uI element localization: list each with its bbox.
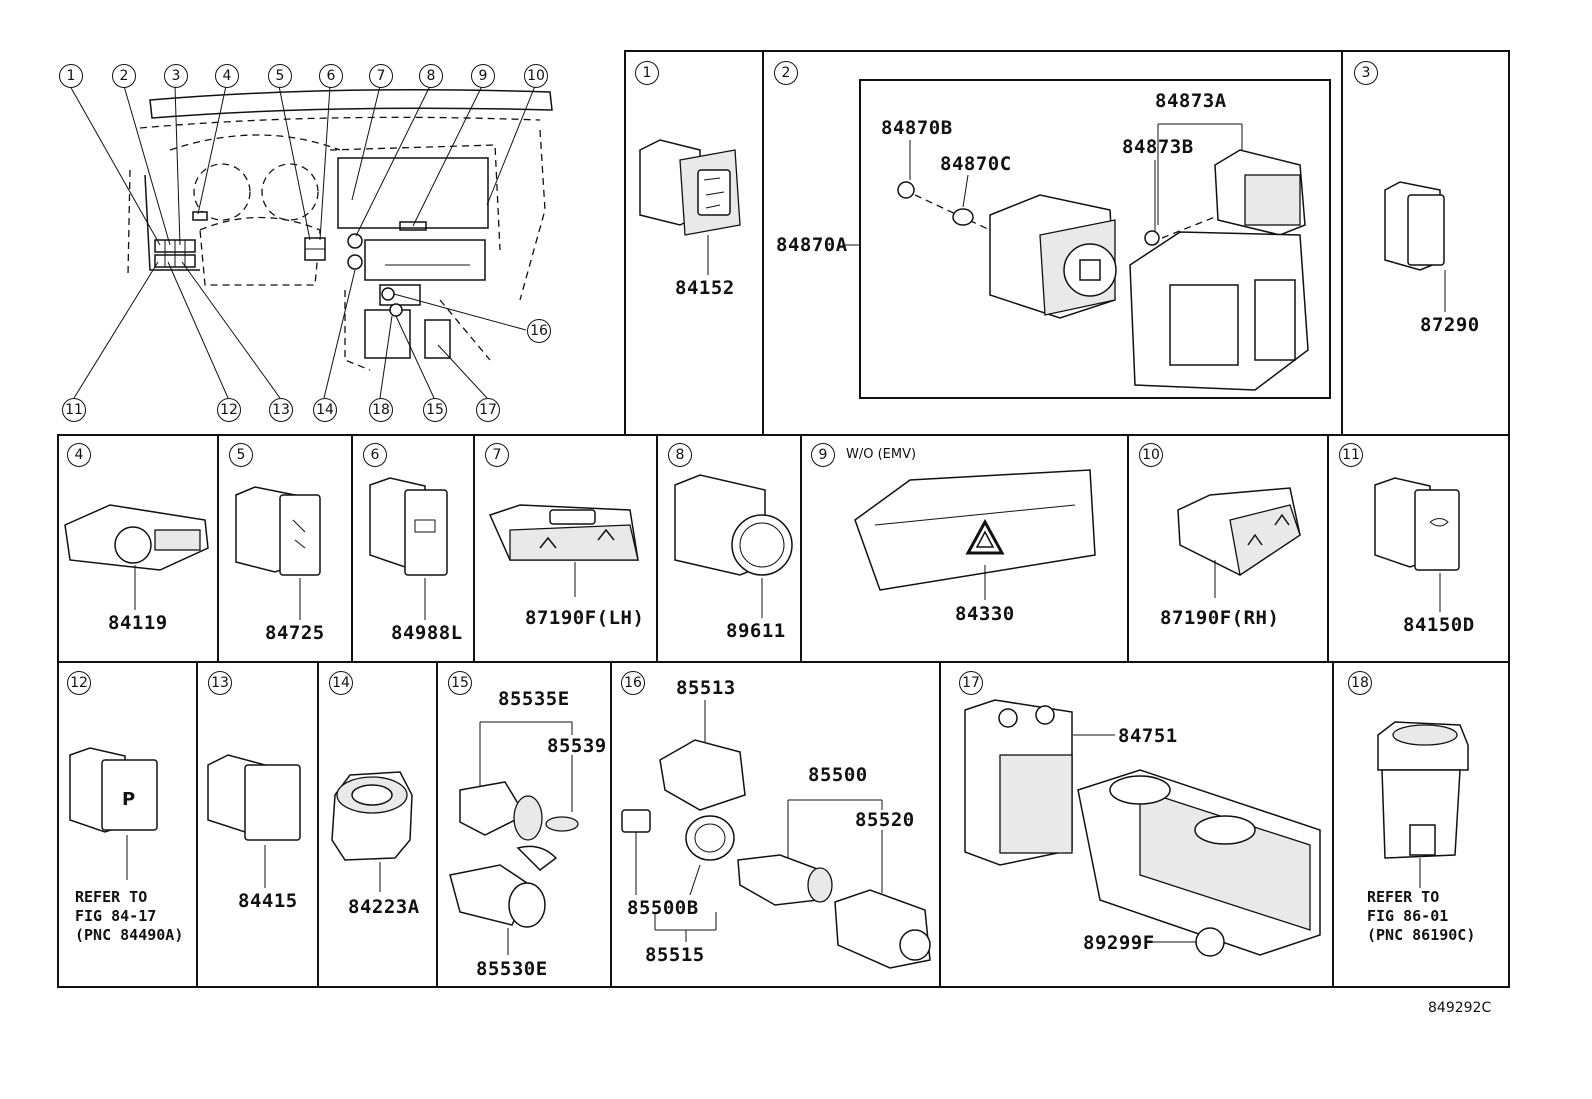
figure-id: 849292C [1428, 1000, 1492, 1016]
panel-index: 2 [774, 61, 798, 85]
part-number[interactable]: 84870B [881, 117, 953, 139]
part-number[interactable]: 84870A [776, 234, 848, 256]
reference-note-line: (PNC 86190C) [1367, 926, 1476, 944]
panel-index: 18 [1348, 671, 1372, 695]
panel-index: 8 [668, 443, 692, 467]
park-assist-icon: P [122, 789, 135, 810]
part-number[interactable]: 85530E [476, 958, 548, 980]
overview-callout[interactable]: 2 [112, 64, 136, 88]
part-number[interactable]: 85515 [645, 944, 705, 966]
part-number[interactable]: 85535E [498, 688, 570, 710]
part-number[interactable]: 84415 [238, 890, 298, 912]
part-number[interactable]: 84223A [348, 896, 420, 918]
part-number[interactable]: 84873A [1155, 90, 1227, 112]
panel-index: 16 [621, 671, 645, 695]
overview-callout[interactable]: 8 [419, 64, 443, 88]
part-number[interactable]: 89299F [1083, 932, 1155, 954]
overview-callout[interactable]: 5 [268, 64, 292, 88]
overview-callout[interactable]: 12 [217, 398, 241, 422]
part-number[interactable]: 85539 [547, 735, 607, 757]
overview-callout[interactable]: 14 [313, 398, 337, 422]
part-number[interactable]: 84119 [108, 612, 168, 634]
overview-callout[interactable]: 6 [319, 64, 343, 88]
panel-index: 13 [208, 671, 232, 695]
overview-callout[interactable]: 16 [527, 319, 551, 343]
part-number[interactable]: 87190F(RH) [1160, 607, 1280, 629]
panel-index: 4 [67, 443, 91, 467]
panel-index: 17 [959, 671, 983, 695]
reference-note-line: FIG 84-17 [75, 907, 157, 925]
panel-index: 1 [635, 61, 659, 85]
panel-index: 3 [1354, 61, 1378, 85]
panel-index: 14 [329, 671, 353, 695]
panel-index: 15 [448, 671, 472, 695]
overview-callout[interactable]: 11 [62, 398, 86, 422]
panel-index: 7 [485, 443, 509, 467]
overview-callout[interactable]: 3 [164, 64, 188, 88]
part-number[interactable]: 87290 [1420, 314, 1480, 336]
part-number[interactable]: 85500 [808, 764, 868, 786]
panel-index: 11 [1339, 443, 1363, 467]
part-number[interactable]: 85500B [627, 897, 699, 919]
part-number[interactable]: 85513 [676, 677, 736, 699]
panel-index: 5 [229, 443, 253, 467]
overview-callout[interactable]: 13 [269, 398, 293, 422]
part-number[interactable]: 84330 [955, 603, 1015, 625]
overview-callout[interactable]: 4 [215, 64, 239, 88]
part-number[interactable]: 87190F(LH) [525, 607, 645, 629]
part-number[interactable]: 84150D [1403, 614, 1475, 636]
overview-callout[interactable]: 17 [476, 398, 500, 422]
condition-label: W/O (EMV) [846, 447, 917, 462]
part-number[interactable]: 89611 [726, 620, 786, 642]
part-number[interactable]: 84873B [1122, 136, 1194, 158]
panel-index: 6 [363, 443, 387, 467]
part-number[interactable]: 84988L [391, 622, 463, 644]
reference-note: REFER TO FIG 84-17 (PNC 84490A) [75, 888, 183, 945]
reference-note-line: REFER TO [1367, 888, 1440, 906]
panel-index: 10 [1139, 443, 1163, 467]
reference-note-line: FIG 86-01 [1367, 907, 1449, 925]
overview-callout[interactable]: 7 [369, 64, 393, 88]
part-number[interactable]: 84152 [675, 277, 735, 299]
overview-callout[interactable]: 10 [524, 64, 548, 88]
part-number[interactable]: 84751 [1118, 725, 1178, 747]
panel-index: 9 [811, 443, 835, 467]
reference-note-line: (PNC 84490A) [75, 926, 184, 944]
part-number[interactable]: 84870C [940, 153, 1012, 175]
reference-note-line: REFER TO [75, 888, 148, 906]
overview-callout[interactable]: 15 [423, 398, 447, 422]
overview-callout[interactable]: 1 [59, 64, 83, 88]
panel-index: 12 [67, 671, 91, 695]
overview-callout[interactable]: 18 [369, 398, 393, 422]
part-number[interactable]: 85520 [855, 809, 915, 831]
overview-callout[interactable]: 9 [471, 64, 495, 88]
reference-note: REFER TO FIG 86-01 (PNC 86190C) [1367, 888, 1475, 945]
part-number[interactable]: 84725 [265, 622, 325, 644]
